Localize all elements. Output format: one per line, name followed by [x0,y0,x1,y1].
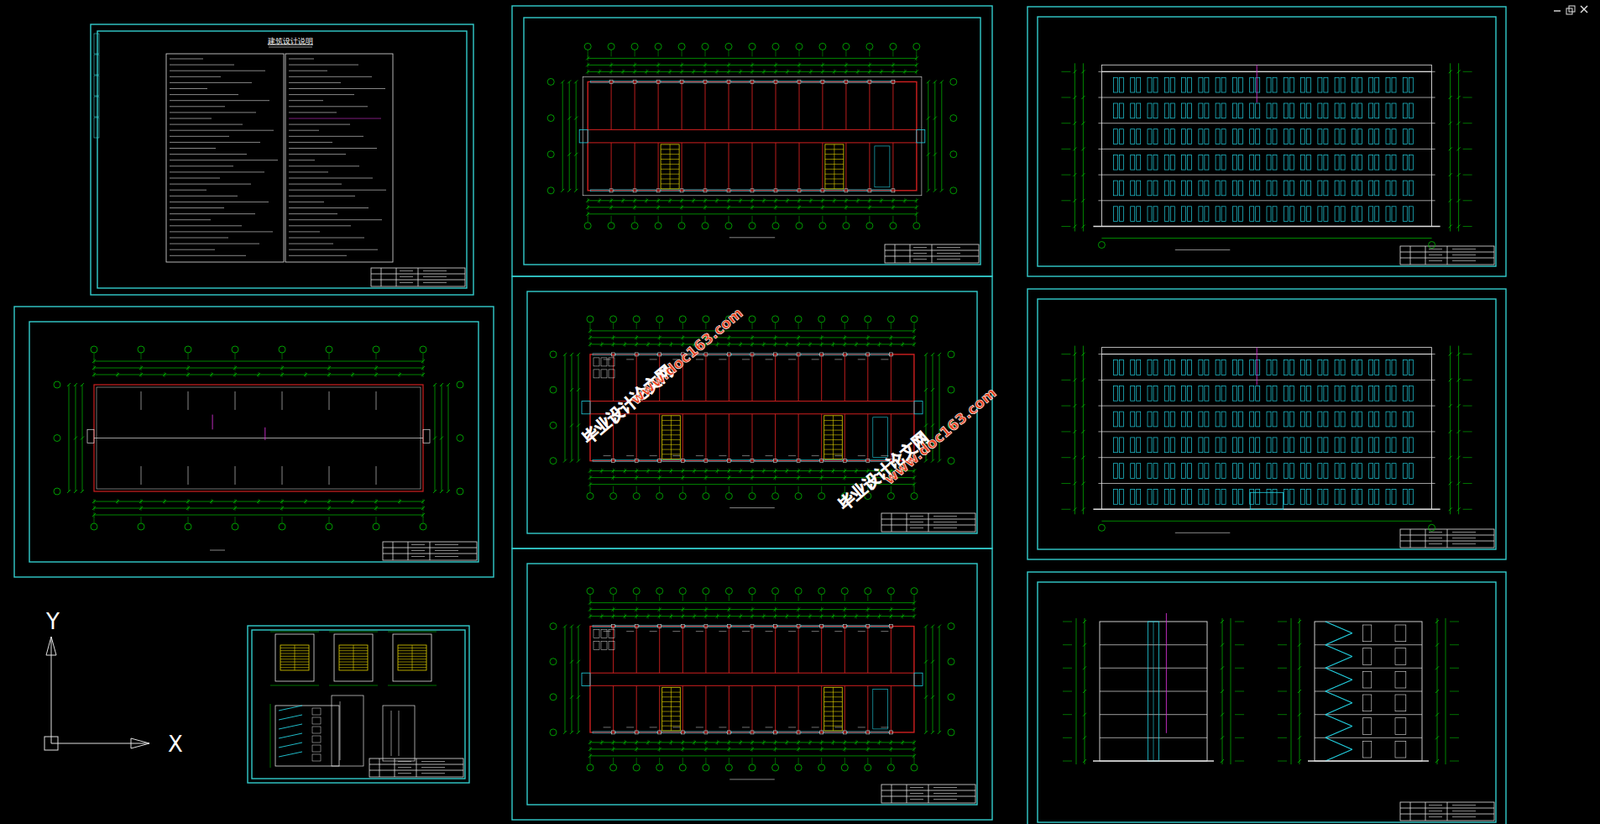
watermark: www.doc163.com [880,383,999,487]
axis-label: Y [46,608,60,634]
axis-label: X [167,731,184,757]
sheet-title: 建筑设计说明 [267,36,314,48]
